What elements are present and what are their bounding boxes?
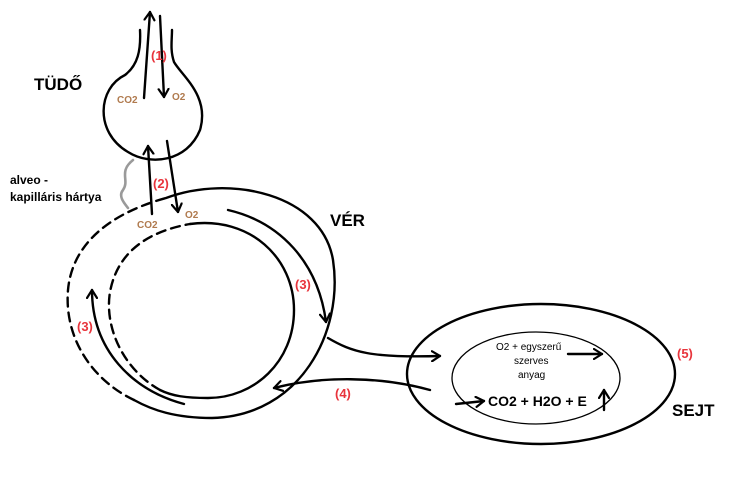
blood-to-cell-arrow <box>326 336 442 356</box>
inhale-o2-arrow <box>160 14 164 99</box>
blood-ring-inner-left <box>107 222 192 392</box>
gas-label-o2-lung: O2 <box>172 92 186 103</box>
cell-membrane-outer <box>405 302 677 446</box>
cell-reactants-line1: O2 + egyszerű <box>496 342 562 353</box>
step-label-3-right: (3) <box>295 277 311 292</box>
gas-label-co2-blood: CO2 <box>137 220 158 231</box>
cell-reactants-line3: anyag <box>518 370 545 381</box>
blood-ring-outer-left <box>66 196 168 402</box>
cell-products: CO2 + H2O + E <box>488 393 587 409</box>
lung-title: TÜDŐ <box>34 75 82 94</box>
o2-into-blood-arrow <box>165 139 178 214</box>
step-label-3-left: (3) <box>77 319 93 334</box>
lung-alveolus-shape <box>102 28 204 161</box>
step-label-5: (5) <box>677 346 693 361</box>
membrane-label-line2: kapilláris hártya <box>10 190 102 204</box>
cell-reactants-line2: szerves <box>514 356 548 367</box>
circulation-arrow-right <box>226 208 326 324</box>
cell-to-blood-arrow <box>272 378 432 390</box>
blood-ring-inner-right <box>158 221 296 400</box>
step-label-2: (2) <box>153 176 169 191</box>
step-label-1: (1) <box>151 48 167 63</box>
step-label-4: (4) <box>335 386 351 401</box>
incoming-to-products-arrow <box>454 401 486 404</box>
alveolo-capillary-membrane <box>119 158 135 210</box>
cell-inner-compartment <box>451 331 621 425</box>
blood-title: VÉR <box>330 211 365 230</box>
gas-label-co2-lung: CO2 <box>117 95 138 106</box>
gas-label-o2-blood: O2 <box>185 210 199 221</box>
exhale-co2-arrow <box>142 10 150 100</box>
blood-ring-outer-right <box>132 187 336 420</box>
cell-title: SEJT <box>672 401 715 420</box>
membrane-label-line1: alveo - <box>10 173 48 187</box>
circulation-arrow-left <box>92 288 186 406</box>
